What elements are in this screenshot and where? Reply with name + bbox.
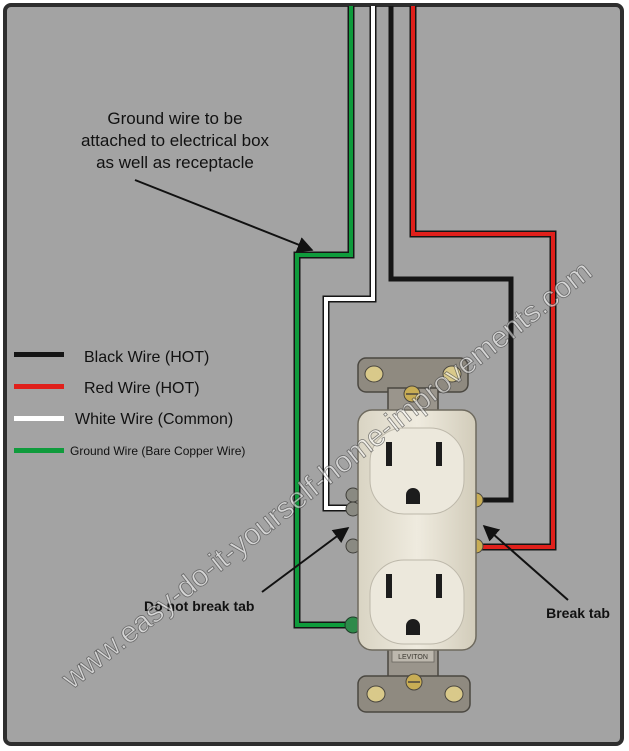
wire-legend: Black Wire (HOT) Red Wire (HOT) White Wi… xyxy=(14,349,245,458)
ground-note-line-3: as well as receptacle xyxy=(96,153,254,172)
legend-item-red: Red Wire (HOT) xyxy=(14,380,200,397)
legend-item-white: White Wire (Common) xyxy=(14,411,233,428)
white-wire xyxy=(322,6,377,512)
legend-label-red: Red Wire (HOT) xyxy=(84,380,200,397)
do-not-break-tab-label: Do not break tab xyxy=(144,598,254,614)
left-terminal-screws xyxy=(344,487,362,634)
ground-note-arrow xyxy=(134,179,314,253)
lower-outlet xyxy=(369,559,465,645)
ground-note-line-1: Ground wire to be xyxy=(107,109,242,128)
upper-outlet xyxy=(369,427,465,515)
electrical-box-panel xyxy=(3,3,624,746)
legend-label-black: Black Wire (HOT) xyxy=(84,349,209,366)
break-tab-label: Break tab xyxy=(546,605,610,621)
legend-swatch-ground xyxy=(14,448,64,453)
legend-swatch-black xyxy=(14,352,64,357)
ground-wire-annotation: Ground wire to be attached to electrical… xyxy=(81,109,314,253)
red-wire xyxy=(409,6,557,551)
legend-swatch-red xyxy=(14,384,64,389)
legend-swatch-white xyxy=(14,416,64,421)
legend-item-black: Black Wire (HOT) xyxy=(14,349,209,366)
bottom-mounting-strap: LEVITON xyxy=(357,639,471,713)
ground-note-line-2: attached to electrical box xyxy=(81,131,270,150)
duplex-receptacle: LEVITON xyxy=(344,357,484,713)
ground-wire xyxy=(293,6,355,629)
legend-label-ground: Ground Wire (Bare Copper Wire) xyxy=(70,444,245,458)
black-wire xyxy=(388,6,514,503)
legend-item-ground: Ground Wire (Bare Copper Wire) xyxy=(14,444,245,458)
legend-label-white: White Wire (Common) xyxy=(75,411,233,428)
do-not-break-tab-arrow xyxy=(261,527,350,593)
break-tab-annotation: Break tab xyxy=(482,524,610,621)
brand-label: LEVITON xyxy=(398,654,428,661)
do-not-break-tab-annotation: Do not break tab xyxy=(144,527,350,614)
break-tab-arrow xyxy=(482,524,569,601)
